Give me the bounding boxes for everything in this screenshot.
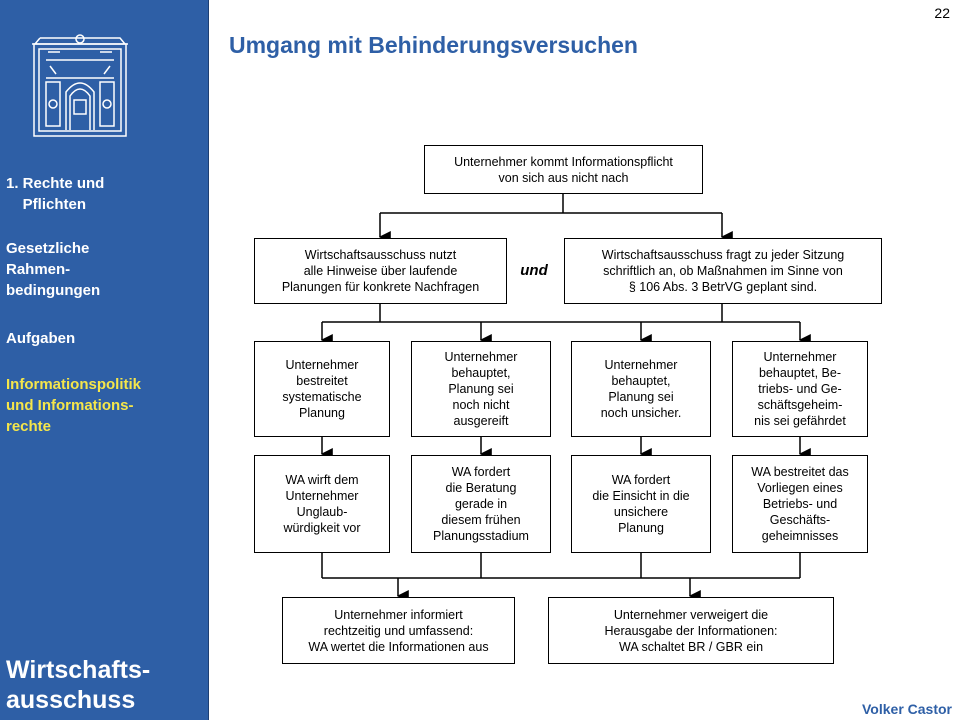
sidebar-title: Wirtschafts- ausschuss <box>6 656 151 714</box>
claim-box-1: Unternehmer bestreitet systematische Pla… <box>254 341 390 437</box>
response-box-3: WA fordert die Einsicht in die unsichere… <box>571 455 711 553</box>
page-number: 22 <box>934 5 950 21</box>
building-logo-icon <box>32 34 128 137</box>
response-box-1: WA wirft dem Unternehmer Unglaub- würdig… <box>254 455 390 553</box>
response-box-4: WA bestreitet das Vorliegen eines Betrie… <box>732 455 868 553</box>
start-box: Unternehmer kommt Informationspflicht vo… <box>424 145 703 194</box>
claim-box-2: Unternehmer behauptet, Planung sei noch … <box>411 341 551 437</box>
right-approach-box: Wirtschaftsausschuss fragt zu jeder Sitz… <box>564 238 882 304</box>
claim-box-3: Unternehmer behauptet, Planung sei noch … <box>571 341 711 437</box>
und-connector-label: und <box>520 262 548 279</box>
outcome-inform-box: Unternehmer informiert rechtzeitig und u… <box>282 597 515 664</box>
left-approach-box: Wirtschaftsausschuss nutzt alle Hinweise… <box>254 238 507 304</box>
nav-item-rechte-pflichten[interactable]: 1. Rechte und Pflichten <box>6 175 105 213</box>
author-label: Volker Castor <box>862 701 952 717</box>
outcome-refuse-box: Unternehmer verweigert die Herausgabe de… <box>548 597 834 664</box>
claim-box-4: Unternehmer behauptet, Be- triebs- und G… <box>732 341 868 437</box>
nav-item-informationspolitik[interactable]: Informationspolitik und Informations- re… <box>6 376 141 435</box>
sidebar: 1. Rechte und Pflichten Gesetzliche Rahm… <box>0 0 209 720</box>
response-box-2: WA fordert die Beratung gerade in diesem… <box>411 455 551 553</box>
nav-item-rahmenbedingungen[interactable]: Gesetzliche Rahmen- bedingungen <box>6 240 101 299</box>
slide-title: Umgang mit Behinderungsversuchen <box>229 32 638 58</box>
nav-item-aufgaben[interactable]: Aufgaben <box>6 330 76 347</box>
